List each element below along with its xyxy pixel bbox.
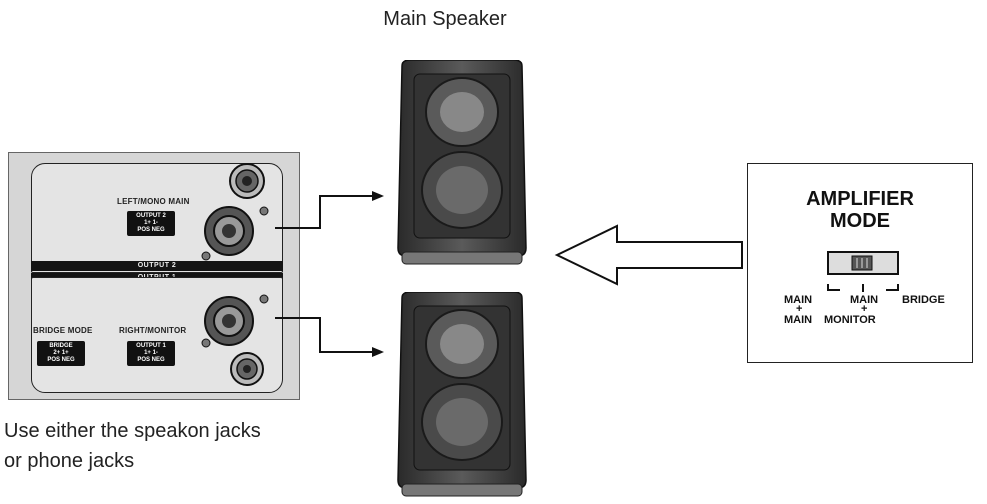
output2-band: OUTPUT 2 <box>31 261 283 271</box>
caption-line-1: Use either the speakon jacks <box>4 420 261 442</box>
cable-arrow-bottom-icon <box>275 317 384 357</box>
mode-main2-label: MAIN <box>784 314 813 326</box>
mode-switch-svg <box>827 251 899 292</box>
caption: Use either the speakon jacks or phone ja… <box>4 416 261 476</box>
mode-main-label: MAIN <box>784 294 813 306</box>
diagram-title: Main Speaker <box>383 8 507 30</box>
speakon-jack-top-icon <box>201 206 269 261</box>
mode-switch-slider <box>827 251 899 275</box>
mode-main-plus: + <box>796 303 803 315</box>
panel-jacks-svg <box>201 163 269 386</box>
switch-position-ticks <box>827 284 899 292</box>
mode-bridge-label: BRIDGE <box>902 294 945 306</box>
hollow-arrow-icon <box>554 224 743 286</box>
main-speaker-bottom-icon <box>397 292 527 497</box>
speakon-jack-bottom-icon <box>201 294 269 348</box>
amp-rear-panel: OUTPUT 2 OUTPUT 1 LEFT/MONO MAIN OUTPUT … <box>8 152 300 400</box>
mode-center-main-label: MAIN <box>850 294 879 306</box>
mode-center-plus: + <box>861 303 868 315</box>
amplifier-mode-title: AMPLIFIER MODE <box>806 188 914 232</box>
right-monitor-label: RIGHT/MONITOR <box>119 326 187 335</box>
phone-jack-top-icon <box>229 163 265 199</box>
amplifier-mode-panel: AMPLIFIER MODE MAIN + MAIN MAIN + MONITO… <box>747 163 973 363</box>
phone-jack-bottom-icon <box>230 352 264 386</box>
caption-line-2: or phone jacks <box>4 450 135 472</box>
left-mono-main-label: LEFT/MONO MAIN <box>117 197 190 206</box>
main-speaker-top-icon <box>397 60 527 265</box>
bridge-mode-label: BRIDGE MODE <box>33 326 93 335</box>
cable-arrow-top-icon <box>275 191 384 229</box>
mode-monitor-label: MONITOR <box>824 314 876 326</box>
